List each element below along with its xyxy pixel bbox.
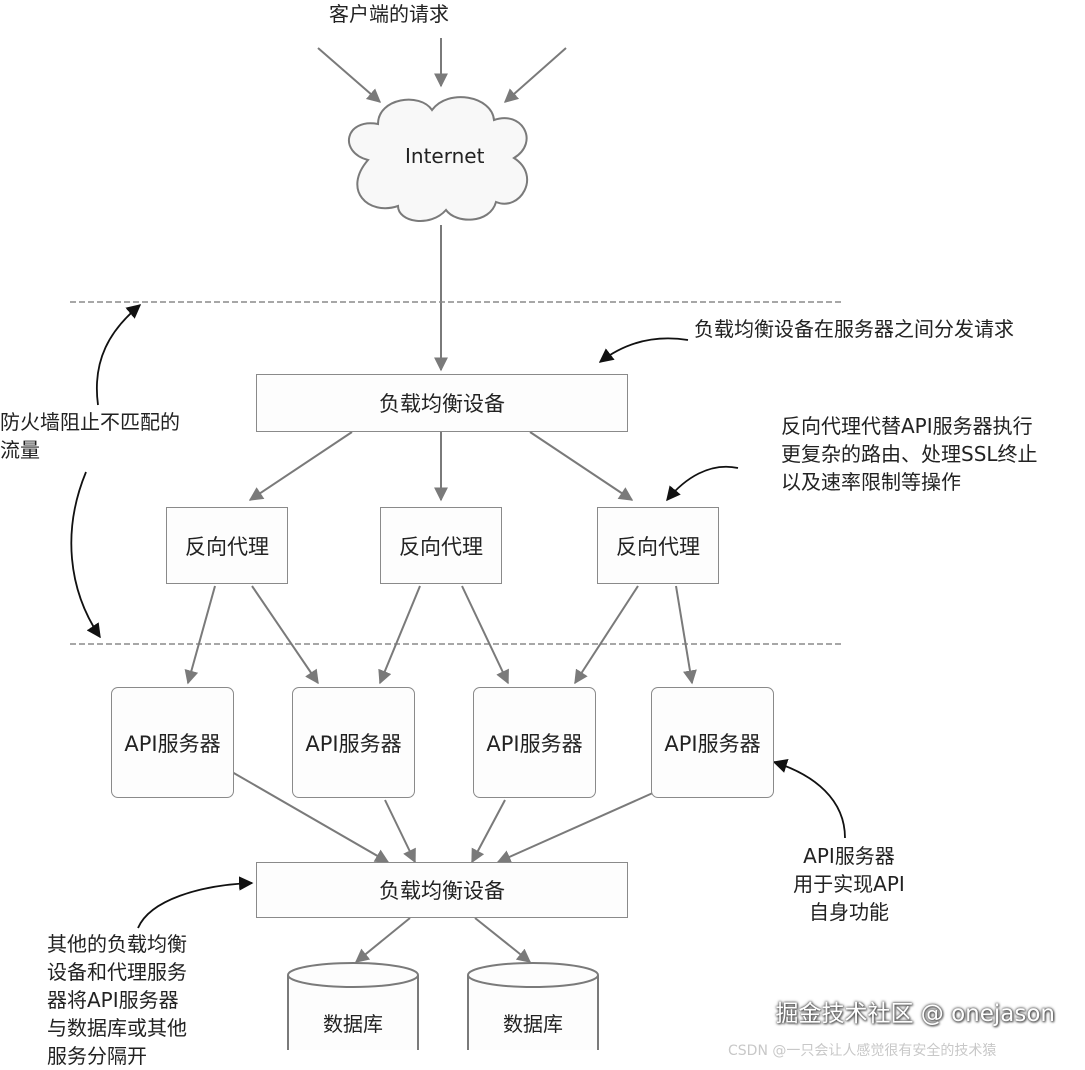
database-1-label: 数据库 [323,1012,383,1036]
reverse-proxy-1: 反向代理 [166,507,288,584]
database-cylinder-1 [287,962,419,1050]
bottom-load-balancer: 负载均衡设备 [256,862,628,918]
bottom-watermark: CSDN @一只会让人感觉很有安全的技术猿 [728,1043,997,1059]
api-server-note-line-1: API服务器 [803,844,895,868]
client-request-arrows [317,38,567,103]
reverse-proxy-note-line-2: 更复杂的路由、处理SSL终止 [781,442,1038,466]
reverse-proxy-2: 反向代理 [380,507,502,584]
other-lb-note-line-4: 与数据库或其他 [47,1016,187,1040]
lb-to-proxy-arrows [248,431,634,502]
reverse-proxy-note-line-3: 以及速率限制等操作 [781,470,961,494]
internet-cloud [348,96,529,223]
firewall-note: 防火墙阻止不匹配的 流量 [0,408,180,464]
api-to-lb-arrows [231,771,656,864]
watermark: 掘金技术社区 @ onejason [775,1001,1055,1027]
proxy-note-arrow [666,465,739,502]
client-requests-label: 客户端的请求 [329,2,449,26]
api-server-4: API服务器 [651,687,774,798]
other-lb-note-line-5: 服务分隔开 [47,1044,147,1068]
other-lb-note-line-2: 设备和代理服务 [47,960,187,984]
reverse-proxy-3: 反向代理 [597,507,719,584]
api-server-note-line-2: 用于实现API [793,872,905,896]
firewall-note-line-2: 流量 [0,438,40,462]
other-lb-note-arrow [137,876,254,929]
internet-label: Internet [405,144,485,168]
api-server-1: API服务器 [111,687,234,798]
other-lb-note-line-1: 其他的负载均衡 [47,932,187,956]
reverse-proxy-note: 反向代理代替API服务器执行 更复杂的路由、处理SSL终止 以及速率限制等操作 [781,412,1038,496]
lb-note-arrow [598,337,689,363]
load-balancer-note: 负载均衡设备在服务器之间分发请求 [694,317,1014,341]
firewall-note-line-1: 防火墙阻止不匹配的 [0,410,180,434]
api-server-2: API服务器 [292,687,415,798]
firewall-note-arrow-down [70,471,101,639]
annotation-arrows [70,304,846,929]
firewall-note-arrow-up [96,304,142,406]
lb-to-db-arrows [354,917,532,963]
api-server-note-line-3: 自身功能 [809,900,889,924]
proxy-to-api-arrows [184,585,697,685]
reverse-proxy-note-line-1: 反向代理代替API服务器执行 [781,414,1033,438]
api-note-arrow [772,759,846,839]
api-server-note: API服务器 用于实现API 自身功能 [785,842,913,926]
database-cylinder-2 [467,962,599,1050]
other-lb-note-line-3: 器将API服务器 [47,988,179,1012]
database-2-label: 数据库 [503,1012,563,1036]
api-server-3: API服务器 [473,687,596,798]
top-load-balancer: 负载均衡设备 [256,374,628,432]
other-load-balancer-note: 其他的负载均衡 设备和代理服务 器将API服务器 与数据库或其他 服务分隔开 [47,930,187,1070]
